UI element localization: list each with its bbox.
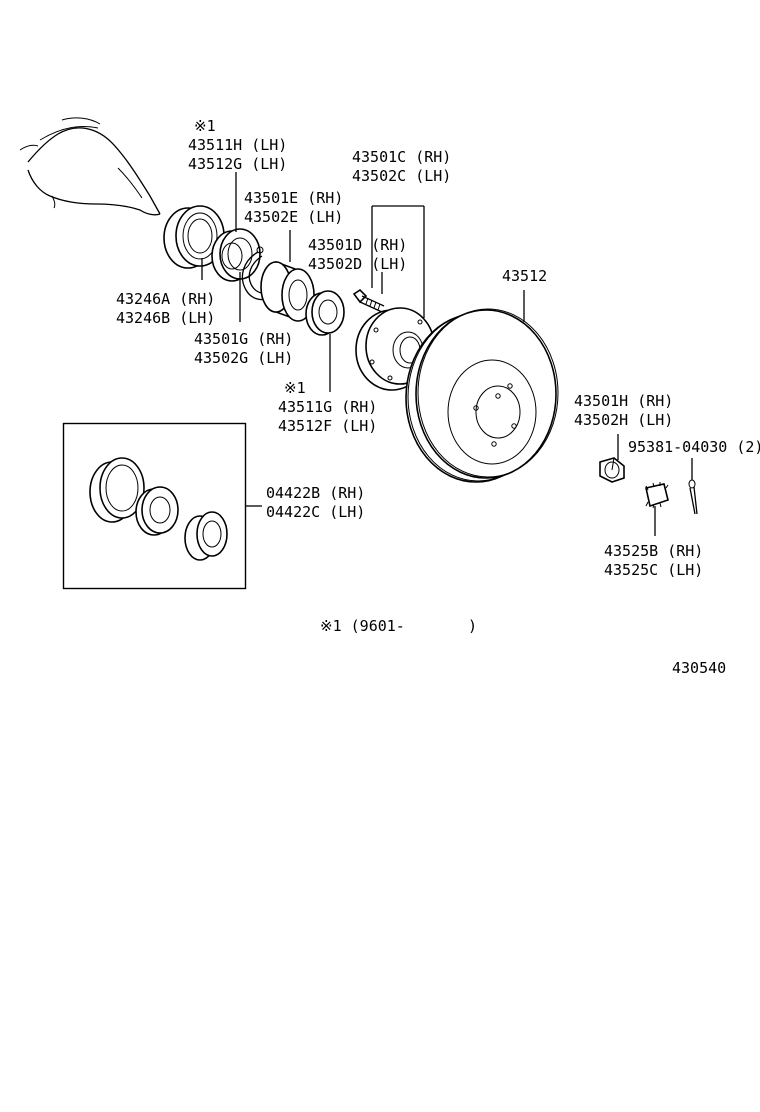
part-label-43512g: 43512G (LH) bbox=[188, 155, 287, 173]
leader-lines bbox=[201, 172, 693, 536]
diagram-code: 430540 bbox=[672, 659, 726, 677]
part-label-43511h: 43511H (LH) bbox=[188, 136, 287, 154]
part-label-43502c: 43502C (LH) bbox=[352, 167, 451, 185]
bearing-cone-43511h bbox=[211, 228, 261, 282]
part-label-43502h: 43502H (LH) bbox=[574, 411, 673, 429]
pointing-hand-icon bbox=[19, 117, 161, 216]
nut-lock-cap-43525b bbox=[645, 482, 669, 509]
bearing-kit-box-04422 bbox=[62, 422, 247, 590]
part-label-95381: 95381-04030 (2) bbox=[628, 438, 760, 456]
kit-bearing-cup bbox=[184, 511, 228, 561]
bearing-cone-43511g bbox=[305, 290, 345, 336]
part-label-43501h: 43501H (RH) bbox=[574, 392, 673, 410]
part-label-43525b: 43525B (RH) bbox=[604, 542, 703, 560]
part-label-43501g: 43501G (RH) bbox=[194, 330, 293, 348]
part-label-43501c: 43501C (RH) bbox=[352, 148, 451, 166]
part-label-43525c: 43525C (LH) bbox=[604, 561, 703, 579]
applicability-footnote: ※1 (9601- ) bbox=[320, 617, 477, 635]
lock-nut-43501h bbox=[599, 457, 625, 483]
kit-oil-seal bbox=[89, 457, 145, 523]
cotter-pin-95381 bbox=[688, 479, 698, 515]
part-label-43501d: 43501D (RH) bbox=[308, 236, 407, 254]
part-label-43511g: 43511G (RH) bbox=[278, 398, 377, 416]
hub-bolt-43501d bbox=[352, 288, 385, 313]
bearing-cup-43501e bbox=[260, 260, 315, 322]
part-label-43502d: 43502D (LH) bbox=[308, 255, 407, 273]
part-labels: ※1 43511H (LH) 43512G (LH) 43501C (RH) 4… bbox=[116, 117, 760, 677]
part-label-04422b: 04422B (RH) bbox=[266, 484, 365, 502]
brake-disc-43512 bbox=[405, 308, 559, 483]
note-mark-label-2: ※1 bbox=[284, 379, 306, 397]
part-label-43246b: 43246B (LH) bbox=[116, 309, 215, 327]
part-label-43512f: 43512F (LH) bbox=[278, 417, 377, 435]
part-label-43502g: 43502G (LH) bbox=[194, 349, 293, 367]
note-mark-label: ※1 bbox=[194, 117, 216, 135]
part-label-43501e: 43501E (RH) bbox=[244, 189, 343, 207]
part-label-43246a: 43246A (RH) bbox=[116, 290, 215, 308]
part-label-43512: 43512 bbox=[502, 267, 547, 285]
part-label-04422c: 04422C (LH) bbox=[266, 503, 365, 521]
part-label-43502e: 43502E (LH) bbox=[244, 208, 343, 226]
kit-bearing-cone bbox=[135, 486, 179, 536]
